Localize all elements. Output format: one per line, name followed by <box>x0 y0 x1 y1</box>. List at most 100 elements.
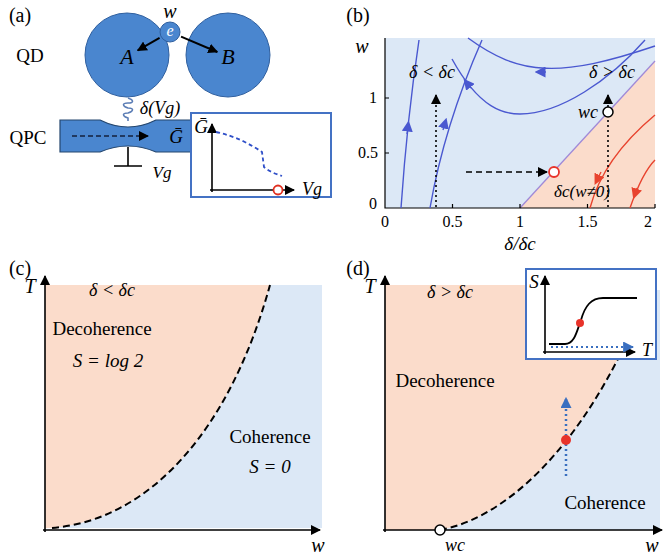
text-holder: T <box>364 276 375 296</box>
quantum-dot-shape <box>186 13 270 97</box>
phase-region <box>52 285 322 528</box>
inset-curve <box>549 298 637 344</box>
phase-axes <box>384 276 386 532</box>
entropy-inset-outline <box>525 268 657 360</box>
text-holder: δ(Vg) <box>140 99 180 117</box>
coupling-label: δ(Vg) <box>140 98 180 118</box>
text-holder: wc <box>578 103 598 121</box>
text-holder: B <box>221 46 234 68</box>
flow-line <box>452 40 645 114</box>
temperature-path <box>435 398 571 535</box>
axis-label: w <box>311 534 324 556</box>
phase-region <box>45 285 322 528</box>
flow-line <box>401 38 655 208</box>
node-text: Ḡ <box>194 116 208 137</box>
flow-background <box>520 61 655 208</box>
plot-axes <box>385 38 655 208</box>
spring-coupling <box>124 98 133 121</box>
axis-label: w <box>645 534 658 556</box>
text-holder: e <box>166 23 173 39</box>
quantum-dot: B <box>185 12 271 98</box>
phase-label: Decoherence <box>52 318 151 339</box>
qpc-channel <box>72 135 148 137</box>
current-label: Ḡ <box>169 126 183 147</box>
entropy-inset-frame <box>526 269 656 359</box>
tick-label: 2 <box>644 213 652 230</box>
phase-label: Coherence <box>229 426 310 447</box>
text-holder: 1 <box>369 90 377 106</box>
text-holder: w <box>163 1 176 21</box>
tick-label: 0.5 <box>443 213 463 230</box>
temperature-path <box>435 525 445 535</box>
phase-label: Decoherence <box>395 370 494 391</box>
point-label: δc(w≠0) <box>554 182 610 201</box>
text-holder: δ > δc <box>589 63 635 81</box>
phase-label: S = 0 <box>249 456 290 477</box>
axis-label: T <box>364 275 375 297</box>
tick-label: 1.5 <box>578 213 598 230</box>
electron-shape <box>160 22 180 42</box>
flow-line-red <box>635 188 637 194</box>
panel-label: (a) <box>9 4 31 26</box>
tick-label: 0.5 <box>358 144 378 161</box>
inset-curve <box>216 132 282 176</box>
region-label: δ > δc <box>427 282 473 302</box>
text-holder: (a) <box>9 5 31 25</box>
text-holder: δ < δc <box>89 281 135 299</box>
text-holder: T <box>24 276 35 296</box>
text-holder: S <box>529 272 539 291</box>
coupling-label: w <box>163 0 176 22</box>
text-holder: Decoherence <box>395 371 494 390</box>
text-holder: Ḡ <box>194 117 208 136</box>
text-holder: δ > δc <box>427 283 473 301</box>
plot-axes <box>385 38 655 208</box>
text-holder: 0.5 <box>358 145 378 161</box>
inset-marker <box>576 319 584 327</box>
text-holder: QPC <box>10 128 47 147</box>
rg-path <box>466 171 547 173</box>
text-holder: δ/δc <box>504 234 535 253</box>
node-text: e <box>166 22 173 39</box>
critical-point <box>549 167 559 177</box>
node-text: A <box>120 44 133 69</box>
text-holder: wc <box>445 536 465 554</box>
flow-line <box>443 123 445 130</box>
inset-marker <box>274 186 283 195</box>
inset-curve <box>543 351 635 353</box>
temperature-path <box>561 435 571 445</box>
text-holder: δc(w≠0) <box>554 183 610 200</box>
flow-background <box>520 61 655 208</box>
text-holder: Coherence <box>229 427 310 446</box>
flow-line-red <box>597 172 601 180</box>
text-holder: δ < δc <box>409 63 455 81</box>
panel-label: (b) <box>346 4 369 26</box>
text-holder: w <box>311 535 324 555</box>
tick-label: 1 <box>516 213 524 230</box>
text-holder: Vg <box>302 180 322 198</box>
text-holder: 0 <box>369 196 377 212</box>
spring-coupling <box>124 98 133 121</box>
inset-curve <box>551 346 633 348</box>
flow-background <box>385 38 655 208</box>
node-text: B <box>221 44 234 69</box>
region-label: δ < δc <box>409 62 455 82</box>
inset-curve <box>211 124 213 192</box>
tick-label: 1 <box>369 89 377 106</box>
phase-axes <box>43 529 320 531</box>
text-holder: 2 <box>644 214 652 230</box>
point-label: wc <box>445 535 465 555</box>
gate-symbol <box>114 147 142 166</box>
part-name: QD <box>16 45 43 66</box>
critical-point <box>603 107 613 117</box>
text-holder: Ḡ <box>169 127 183 146</box>
entropy-inset: ST <box>525 268 657 360</box>
text-holder: Coherence <box>564 493 645 512</box>
text-holder: T <box>642 341 652 359</box>
text-holder: 1 <box>516 214 524 230</box>
text-holder: w <box>355 36 368 56</box>
tick-label: 0 <box>369 195 377 212</box>
rg-path <box>435 95 437 207</box>
hopping-arrow <box>138 38 160 50</box>
quantum-dot: A <box>84 12 170 98</box>
gate-label: Vg <box>153 163 172 182</box>
